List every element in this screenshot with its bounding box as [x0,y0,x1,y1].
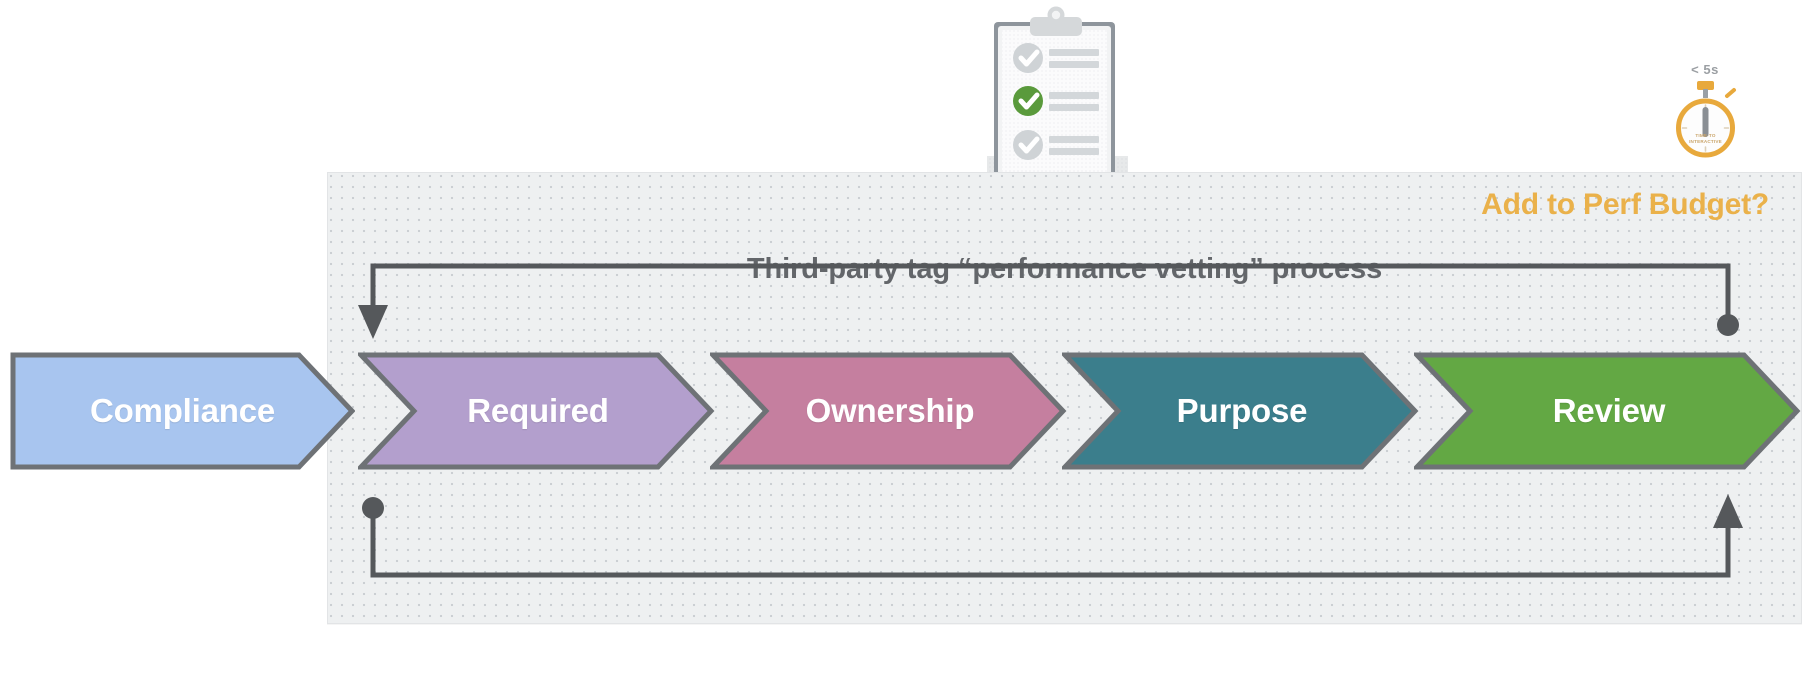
process-title: Third-party tag “performance vetting” pr… [746,253,1383,285]
clipboard-checklist-icon [985,6,1130,228]
stage-label: Ownership [805,392,975,429]
stage-label: Required [467,392,609,429]
stage-label: Purpose [1176,392,1308,429]
stopwatch-icon: < 5s TIME-TO INTERACTIVE [1660,62,1750,167]
stopwatch-face-line-1: TIME-TO [1695,133,1715,138]
stage-required[interactable]: Required [358,352,718,470]
stage-purpose[interactable]: Purpose [1062,352,1422,470]
stage-label: Review [1552,392,1666,429]
stage-ownership[interactable]: Ownership [710,352,1070,470]
perf-budget-heading: Add to Perf Budget? [1481,188,1769,221]
stopwatch-label: < 5s [1691,62,1719,77]
stage-review[interactable]: Review [1414,352,1804,470]
stopwatch-face-line-2: INTERACTIVE [1689,139,1722,144]
process-stage-row: Compliance Required Ownership Purpose [0,352,1810,470]
stage-compliance[interactable]: Compliance [10,352,355,470]
stage-label: Compliance [89,392,276,429]
